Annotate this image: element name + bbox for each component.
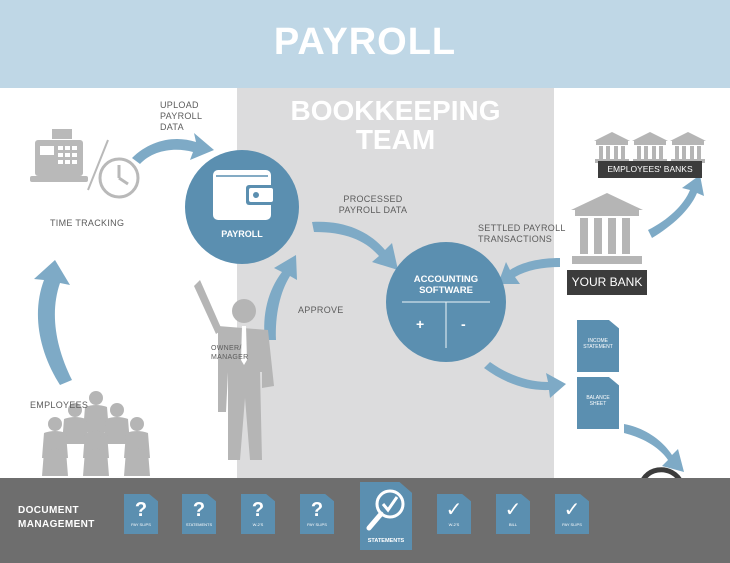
employees-banks-label: EMPLOYEES' BANKS xyxy=(598,161,702,178)
page-title: PAYROLL xyxy=(273,21,457,63)
title-banner xyxy=(0,0,730,88)
minus-sign: - xyxy=(461,316,466,332)
employees-label: EMPLOYEES xyxy=(30,400,89,410)
approve-arrow xyxy=(264,255,297,340)
doc-caption: W-2'S xyxy=(252,522,264,527)
doc-bill: ✓ BILL xyxy=(496,494,530,534)
employees-arrow xyxy=(34,260,72,385)
statements-arrow xyxy=(484,362,566,398)
bookkeeping-title-line1: BOOKKEEPING xyxy=(290,95,501,126)
doc-question-icon: ? xyxy=(310,499,324,521)
your-bank-icon xyxy=(571,193,643,264)
doc-caption: PAY SLIPS xyxy=(562,522,582,527)
magnifier-check-icon xyxy=(366,489,405,531)
plus-sign: + xyxy=(416,316,425,332)
settled-arrow xyxy=(498,258,560,284)
balance-sheet-doc: BALANCE SHEET xyxy=(577,377,619,429)
slash-divider xyxy=(87,139,109,191)
processed-line1: PROCESSED xyxy=(343,194,403,204)
approve-label: APPROVE xyxy=(298,305,344,315)
balance-line2: SHEET xyxy=(589,401,607,407)
doc-statements: ? STATEMENTS xyxy=(182,494,216,534)
doc-caption: PAY SLIPS xyxy=(131,522,151,527)
doc-check-icon: ✓ xyxy=(445,499,463,521)
upload-label: UPLOAD PAYROLL DATA xyxy=(160,100,202,133)
doc-question-icon: ? xyxy=(251,499,265,521)
doc-pay-slips-3: ✓ PAY SLIPS xyxy=(555,494,589,534)
doc-statements-review: STATEMENTS xyxy=(360,482,412,550)
processed-arrow xyxy=(312,221,398,270)
document-management-label: DOCUMENT MANAGEMENT xyxy=(18,504,95,532)
processed-line2: PAYROLL DATA xyxy=(338,205,408,215)
payroll-circle-label: PAYROLL xyxy=(221,229,263,239)
accounting-line1: ACCOUNTING xyxy=(413,274,479,285)
wallet-icon xyxy=(213,170,274,220)
doc-question-icon: ? xyxy=(134,499,148,521)
processed-label: PROCESSED PAYROLL DATA xyxy=(338,194,408,216)
doc-pay-slips-2: ? PAY SLIPS xyxy=(300,494,334,534)
doc-check-icon: ✓ xyxy=(563,499,581,521)
doc-pay-slips-1: ? PAY SLIPS xyxy=(124,494,158,534)
clock-icon xyxy=(98,157,140,199)
income-statement-doc: INCOME STATEMENT xyxy=(577,320,619,372)
settled-line2: TRANSACTIONS xyxy=(478,234,553,244)
accounting-software-label: ACCOUNTING SOFTWARE xyxy=(400,274,492,296)
doc-check-icon: ✓ xyxy=(504,499,522,521)
doc-w2s-1: ? W-2'S xyxy=(241,494,275,534)
owner-manager-figure xyxy=(194,280,274,460)
your-bank-label: YOUR BANK xyxy=(567,270,647,295)
income-line2: STATEMENT xyxy=(583,344,613,350)
bookkeeping-title-line2: TEAM xyxy=(355,124,436,155)
owner-manager-label: OWNER/ MANAGER xyxy=(211,344,249,362)
banks-arrow xyxy=(648,175,704,238)
doc-caption: BILL xyxy=(508,522,518,527)
upload-arrow xyxy=(132,133,214,164)
doc-mgmt-line2: MANAGEMENT xyxy=(18,519,95,530)
doc-w2s-2: ✓ W-2'S xyxy=(437,494,471,534)
doc-caption: STATEMENTS xyxy=(185,522,213,527)
income-line1: INCOME xyxy=(588,338,608,344)
time-tracking-label: TIME TRACKING xyxy=(50,218,125,228)
owner-line1: OWNER/ xyxy=(211,345,242,352)
doc-caption: W-2'S xyxy=(448,522,460,527)
balance-line1: BALANCE xyxy=(586,395,610,401)
employees-banks-icon xyxy=(594,132,706,163)
owner-line2: MANAGER xyxy=(211,354,249,361)
bookkeeping-team-title: BOOKKEEPING TEAM xyxy=(237,96,554,154)
settled-line1: SETTLED PAYROLL xyxy=(478,223,566,233)
upload-line1: UPLOAD xyxy=(160,100,199,110)
cash-register-icon xyxy=(30,129,88,182)
accounting-line2: SOFTWARE xyxy=(419,285,473,296)
doc-caption: PAY SLIPS xyxy=(307,522,327,527)
statements-caption: STATEMENTS xyxy=(367,538,405,544)
cloud-arrow xyxy=(624,424,684,472)
settled-label: SETTLED PAYROLL TRANSACTIONS xyxy=(478,223,566,245)
upload-line2: PAYROLL xyxy=(160,111,203,121)
upload-line3: DATA xyxy=(160,122,184,132)
doc-question-icon: ? xyxy=(192,499,206,521)
doc-mgmt-line1: DOCUMENT xyxy=(18,505,79,516)
